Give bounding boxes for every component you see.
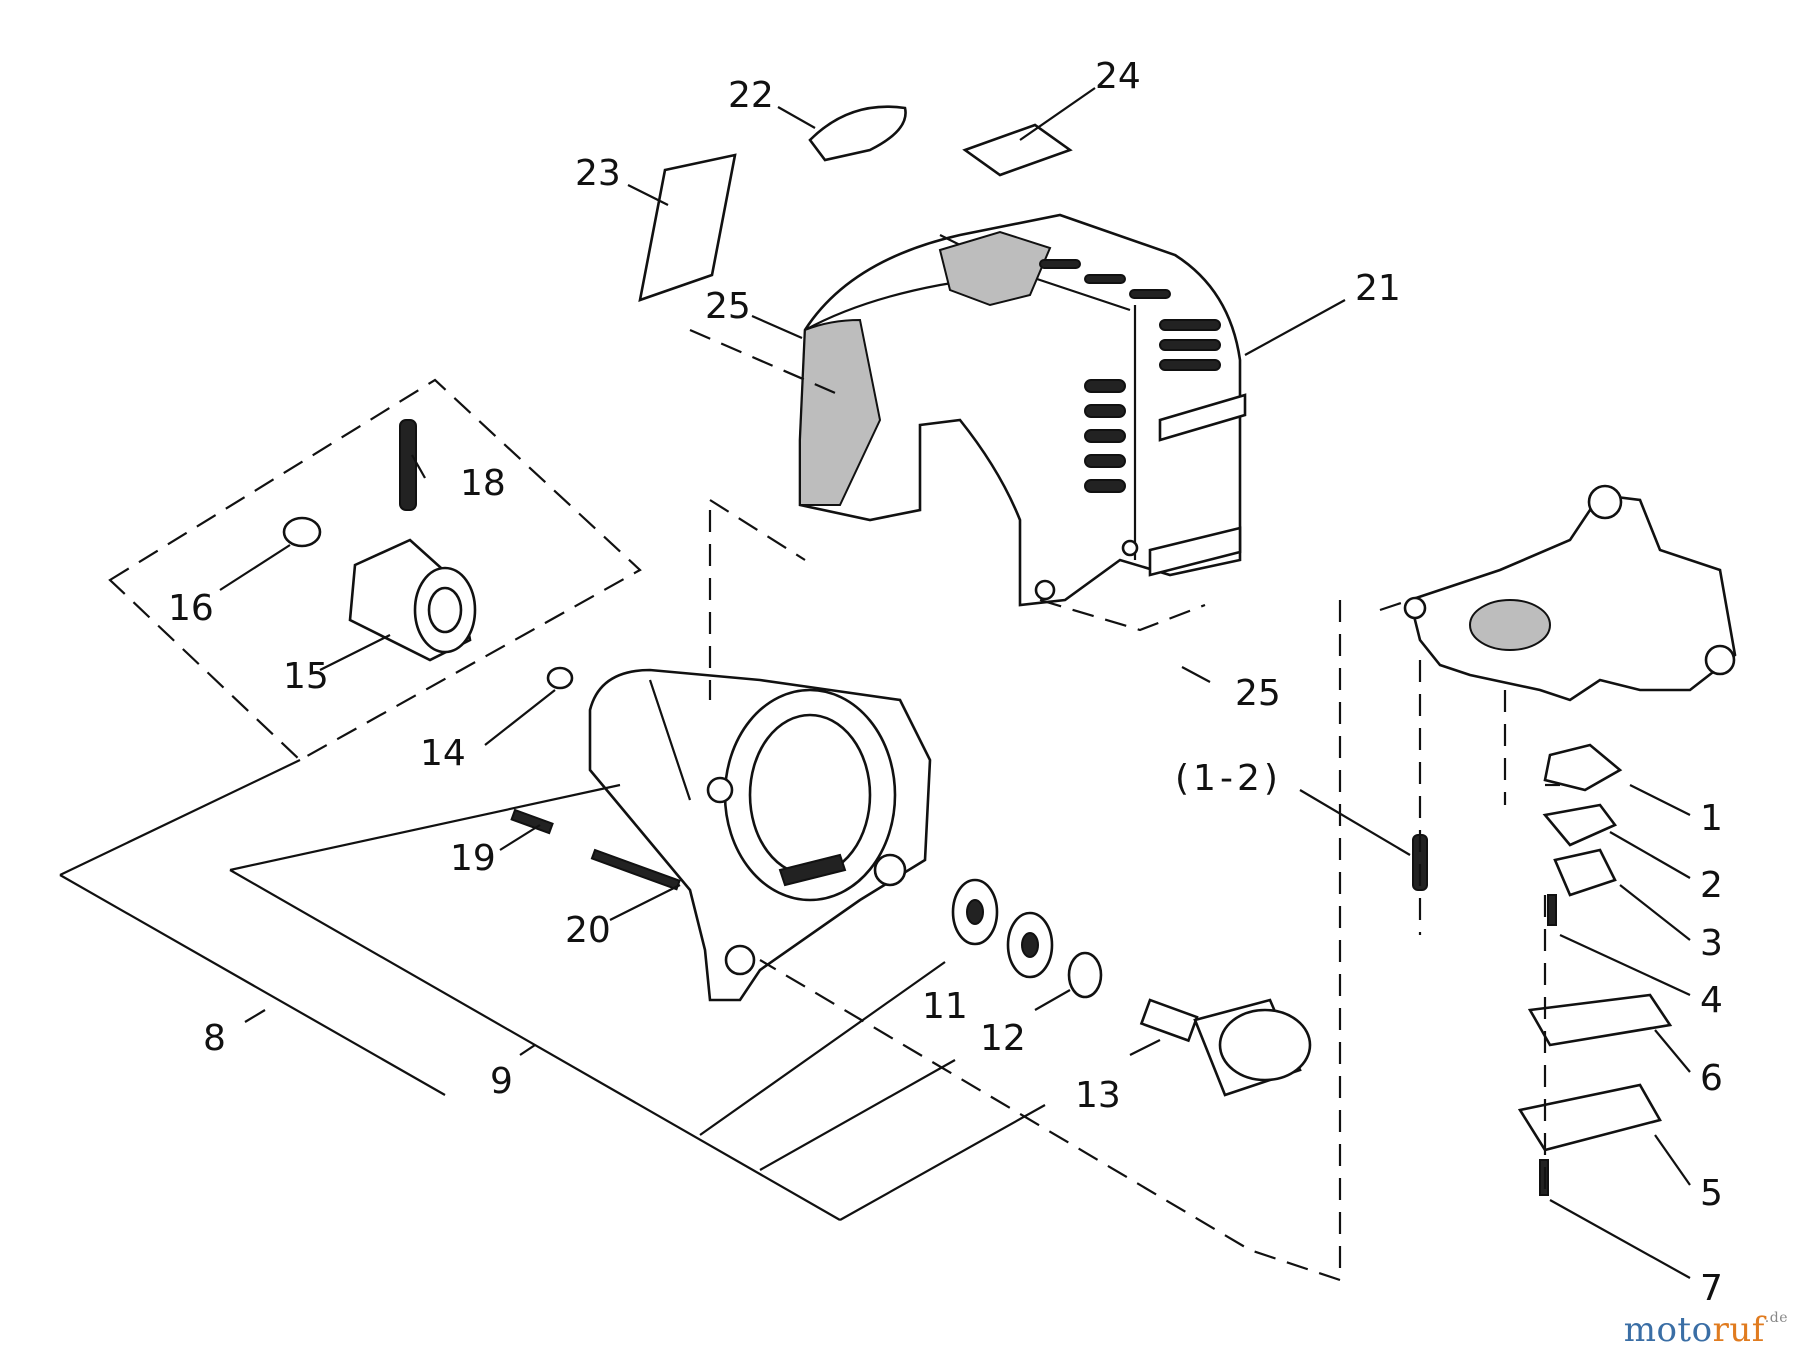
gasket-part-1: [1543, 743, 1623, 792]
callout-24: 24: [1095, 56, 1141, 97]
crankcase-part: [1403, 484, 1737, 702]
callout-16: 16: [168, 588, 214, 629]
callout-5: 5: [1700, 1173, 1723, 1214]
callout-7: 7: [1700, 1268, 1723, 1309]
callout-21: 21: [1355, 268, 1401, 309]
callout-11: 11: [922, 986, 968, 1027]
callout-14: 14: [420, 733, 466, 774]
snap-ring-part-16: [282, 516, 322, 548]
screw-part-4: [1547, 894, 1557, 926]
fan-housing-part: [588, 668, 932, 1002]
callout-18: 18: [460, 463, 506, 504]
ring-part-12: [1067, 951, 1103, 999]
cover-vent-slots: [1039, 259, 1221, 493]
washer-part-14: [546, 666, 574, 690]
clutch-drum-part-13: [1139, 998, 1312, 1097]
callout-19: 19: [450, 838, 496, 879]
plate-part-6: [1527, 993, 1673, 1047]
callout-labels: 1 (1-2) 2 3 4 5 6 7 8 9 11 12 13 14 15 1…: [168, 56, 1723, 1309]
callout-15: 15: [283, 656, 329, 697]
callout-1: 1: [1700, 798, 1723, 839]
callout-3: 3: [1700, 923, 1723, 964]
alignment-dashed-lines: [108, 328, 1560, 1282]
label-part-24: [962, 123, 1073, 177]
callout-12: 12: [980, 1018, 1026, 1059]
callout-22: 22: [728, 75, 774, 116]
callout-8: 8: [203, 1018, 226, 1059]
callout-20: 20: [565, 910, 611, 951]
callout-1-2: (1-2): [1175, 758, 1282, 799]
plate-part-5: [1517, 1083, 1662, 1152]
callout-25-top: 25: [705, 286, 751, 327]
engine-cover-part: [798, 213, 1247, 607]
screw-part-19: [510, 808, 554, 835]
clutch-assembly-part: [282, 419, 477, 662]
leader-lines: [59, 87, 1691, 1279]
callout-23: 23: [575, 153, 621, 194]
callout-25-right: 25: [1235, 673, 1281, 714]
bolt-part-18: [399, 419, 417, 511]
watermark-logo: motoruf.de: [1623, 1310, 1788, 1350]
label-part-22: [808, 105, 907, 162]
callout-2: 2: [1700, 865, 1723, 906]
callout-6: 6: [1700, 1058, 1723, 1099]
gasket-part-2: [1542, 803, 1618, 847]
gasket-part-3: [1553, 848, 1617, 897]
callout-9: 9: [490, 1061, 513, 1102]
callout-13: 13: [1075, 1075, 1121, 1116]
label-part-23: [638, 153, 737, 302]
callout-4: 4: [1700, 980, 1723, 1021]
bearing-parts-11: [951, 878, 1054, 979]
